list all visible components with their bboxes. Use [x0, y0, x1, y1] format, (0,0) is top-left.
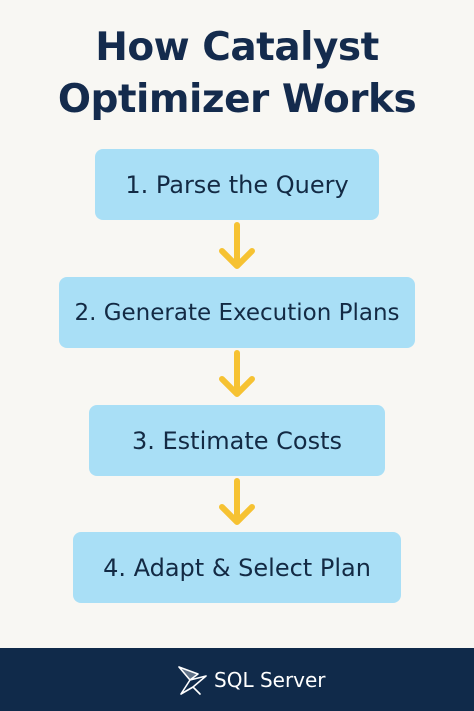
- step-parse-query: 1. Parse the Query: [95, 149, 379, 220]
- page-title: How Catalyst Optimizer Works: [0, 22, 474, 126]
- step-estimate-costs: 3. Estimate Costs: [89, 405, 385, 476]
- footer-bar: SQL Server: [0, 648, 474, 711]
- brand: SQL Server: [176, 662, 326, 698]
- arrow-down-icon: [219, 478, 255, 525]
- title-line-1: How Catalyst: [95, 25, 379, 70]
- brand-label: SQL Server: [214, 668, 326, 692]
- title-line-2: Optimizer Works: [57, 77, 417, 122]
- arrow-down-icon: [219, 222, 255, 269]
- step-adapt-select: 4. Adapt & Select Plan: [73, 532, 401, 603]
- step-generate-plans: 2. Generate Execution Plans: [59, 277, 415, 348]
- sql-server-logo-icon: [178, 666, 207, 695]
- arrow-down-icon: [219, 350, 255, 397]
